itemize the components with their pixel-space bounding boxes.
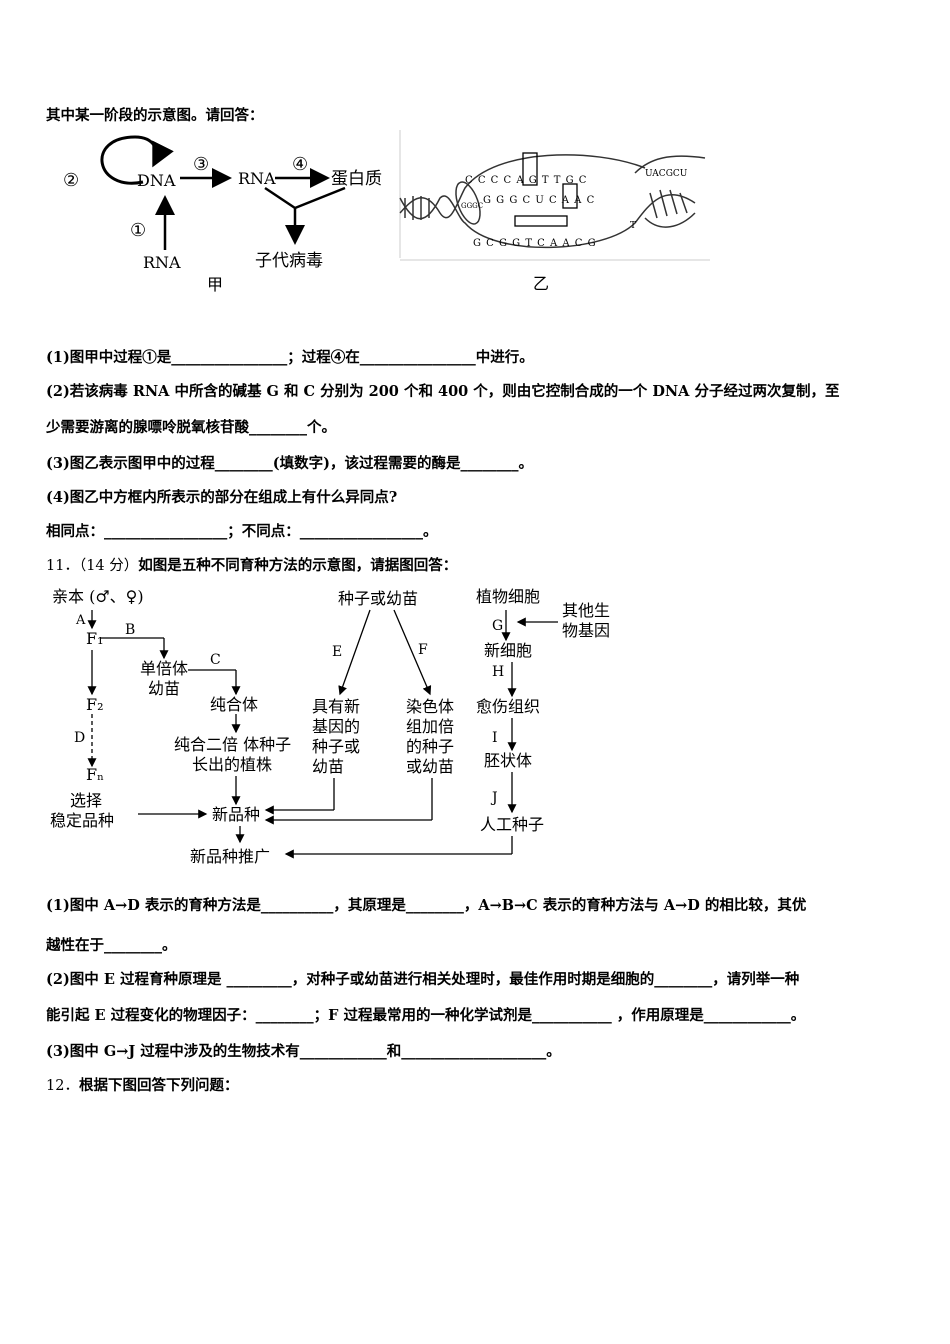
- node-promote: 新品种推广: [190, 847, 270, 866]
- box-dna-c: [522, 152, 538, 186]
- node-seed: 种子或幼苗: [338, 589, 418, 608]
- label-i: I: [492, 730, 498, 746]
- node-select-2: 稳定品种: [50, 811, 114, 830]
- q11-question-1b: 越性在于________。: [46, 937, 177, 954]
- box-rna-c: [562, 183, 578, 209]
- label-b: B: [125, 622, 135, 638]
- label-virus: 子代病毒: [255, 251, 323, 271]
- question-4: (4)图乙中方框内所表示的部分在组成上有什么异同点?: [46, 489, 398, 506]
- node-embryo: 胚状体: [484, 751, 532, 770]
- label-c3: ③: [193, 154, 209, 175]
- breeding-diagram: 亲本 (♂、♀) A F₁ B 单倍体 幼苗 C 纯合体 纯合二倍 体种子 长出…: [50, 587, 610, 866]
- node-other: 其他生: [562, 601, 610, 620]
- node-artificial-seed: 人工种子: [480, 815, 544, 834]
- label-d: D: [74, 730, 85, 746]
- node-pure2: 纯合二倍 体种子: [174, 735, 291, 754]
- caption-yi: 乙: [533, 274, 549, 293]
- node-fn: Fₙ: [86, 765, 104, 784]
- box-enzyme: [514, 215, 568, 227]
- question-1: (1)图甲中过程①是________________；过程④在_________…: [46, 349, 534, 366]
- q11-title: 如图是五种不同育种方法的示意图，请据图回答：: [138, 557, 458, 574]
- figure-yi: C C C C A G T T G C G G G C U C A A C G …: [399, 130, 710, 293]
- q11-question-2a: (2)图中 E 过程育种原理是 _________，对种子或幼苗进行相关处理时，…: [46, 971, 800, 988]
- node-e4: 幼苗: [312, 757, 344, 776]
- q12-number: 12．: [46, 1078, 79, 1094]
- q11-header: 11．（14 分）如图是五种不同育种方法的示意图，请据图回答：: [46, 554, 457, 575]
- left-bubble: GGGC: [461, 202, 483, 210]
- label-j: J: [490, 790, 498, 806]
- node-f1b: 染色体: [406, 697, 454, 716]
- intro-text: 其中某一阶段的示意图。请回答：: [46, 107, 264, 124]
- label-h: H: [492, 664, 504, 680]
- label-protein: 蛋白质: [331, 169, 382, 189]
- label-g: G: [492, 618, 503, 634]
- question-2b: 少需要游离的腺嘌呤脱氧核苷酸________个。: [46, 419, 336, 436]
- label-c2: ②: [63, 170, 79, 191]
- label-rna-mid: RNA: [238, 169, 276, 188]
- tail-bot: T: [630, 221, 636, 231]
- q12-header: 12．根据下图回答下列问题：: [46, 1074, 238, 1095]
- node-f2: F₂: [86, 695, 104, 714]
- q11-question-1a: (1)图中 A→D 表示的育种方法是__________，其原理是_______…: [46, 897, 807, 914]
- bot-strand: G C G G T C A A C G: [473, 238, 597, 249]
- label-f: F: [418, 642, 428, 658]
- node-haploid: 单倍体: [140, 659, 188, 678]
- node-e2: 基因的: [312, 717, 360, 736]
- node-callus: 愈伤组织: [476, 697, 540, 716]
- node-pure2-2: 长出的植株: [192, 755, 272, 774]
- caption-jia: 甲: [207, 275, 223, 294]
- node-other-2: 物基因: [562, 621, 610, 640]
- question-4b: 相同点：_________________；不同点：______________…: [46, 523, 438, 540]
- node-select: 选择: [70, 791, 102, 810]
- label-c1: ①: [130, 220, 146, 241]
- node-haploid-2: 幼苗: [148, 679, 180, 698]
- node-pure: 纯合体: [210, 695, 258, 714]
- node-f2b: 组加倍: [406, 717, 454, 736]
- q11-question-3: (3)图中 G→J 过程中涉及的生物技术有____________和______…: [46, 1043, 561, 1060]
- node-e3: 种子或: [312, 737, 360, 756]
- node-f3b: 的种子: [406, 737, 454, 756]
- node-parent: 亲本 (♂、♀): [52, 587, 144, 606]
- q12-title: 根据下图回答下列问题：: [78, 1077, 239, 1094]
- node-plant-cell: 植物细胞: [476, 587, 540, 606]
- label-e: E: [332, 644, 342, 660]
- node-new-cell: 新细胞: [484, 641, 532, 660]
- top-strand: C C C C A G T T G C: [465, 175, 587, 186]
- node-e1: 具有新: [312, 697, 360, 716]
- label-dna: DNA: [137, 171, 176, 190]
- label-a: A: [75, 613, 86, 628]
- q11-number: 11．（14 分）: [46, 558, 139, 574]
- figure-jia: ② DNA ③ RNA ④ 蛋白质 ① RNA 子代病毒 甲: [63, 135, 382, 294]
- node-new-variety: 新品种: [212, 805, 260, 824]
- node-f1: F₁: [86, 629, 104, 648]
- question-3: (3)图乙表示图甲中的过程________(填数字)，该过程需要的酶是_____…: [46, 455, 534, 472]
- label-rna-bottom: RNA: [143, 253, 181, 272]
- label-c4: ④: [292, 154, 308, 175]
- question-2a: (2)若该病毒 RNA 中所含的碱基 G 和 C 分别为 200 个和 400 …: [46, 383, 840, 400]
- node-f4b: 或幼苗: [406, 757, 454, 776]
- label-c: C: [210, 652, 221, 668]
- mid-strand: G G G C U C A A C: [483, 195, 595, 206]
- q11-question-2b: 能引起 E 过程变化的物理因子：________；F 过程最常用的一种化学试剂是…: [46, 1007, 806, 1024]
- tail-top: UACGCU: [645, 169, 688, 179]
